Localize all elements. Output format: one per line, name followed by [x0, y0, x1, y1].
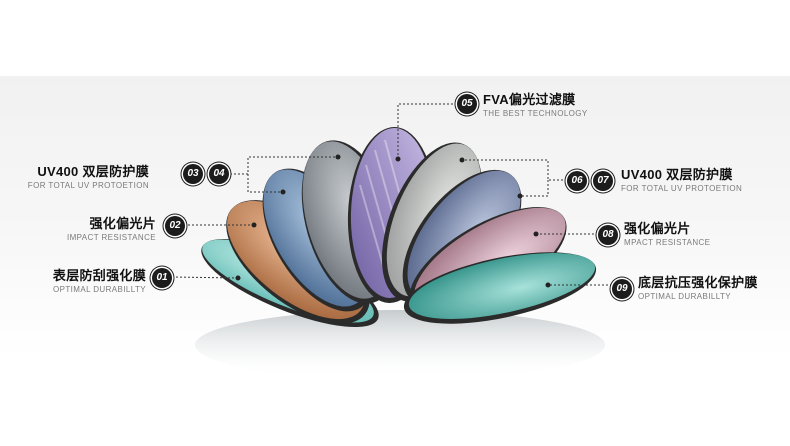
number-badge-04: 04: [209, 164, 229, 184]
number-badge-09: 09: [612, 279, 632, 299]
callout-title: 强化偏光片: [624, 221, 691, 236]
number-badge-01: 01: [152, 268, 172, 288]
callout-06-07: UV400 双层防护膜 FOR TOTAL UV PROTOETION: [621, 167, 742, 194]
number-badge-05: 05: [457, 94, 477, 114]
callout-title: 底层抗压强化保护膜: [638, 275, 758, 290]
callout-subtitle: MPACT RESISTANCE: [624, 238, 711, 247]
lens-reflection: [195, 310, 605, 380]
callout-title: 强化偏光片: [89, 216, 156, 231]
number-badge-07: 07: [593, 171, 613, 191]
callout-subtitle: THE BEST TECHNOLOGY: [483, 109, 588, 118]
callout-subtitle: OPTIMAL DURABILLTY: [53, 285, 146, 294]
callout-title: 表层防刮强化膜: [52, 268, 146, 283]
callout-05: FVA偏光过滤膜 THE BEST TECHNOLOGY: [483, 92, 588, 119]
callout-subtitle: FOR TOTAL UV PROTOETION: [27, 181, 149, 190]
number-badge-02: 02: [165, 216, 185, 236]
callout-title: FVA偏光过滤膜: [483, 92, 576, 107]
callout-subtitle: FOR TOTAL UV PROTOETION: [621, 184, 743, 193]
leader-dots: [235, 154, 551, 288]
callout-subtitle: OPTIMAL DURABILLTY: [638, 292, 731, 301]
leader-lines: [171, 103, 612, 286]
callout-08: 强化偏光片 MPACT RESISTANCE: [624, 221, 710, 248]
callout-02: 强化偏光片 IMPACT RESISTANCE: [67, 216, 156, 243]
lens-09: [403, 252, 597, 324]
callout-title: UV400 双层防护膜: [621, 167, 733, 182]
callout-subtitle: IMPACT RESISTANCE: [66, 233, 156, 242]
callout-01: 表层防刮强化膜 OPTIMAL DURABILLTY: [53, 268, 146, 295]
number-badge-08: 08: [598, 225, 618, 245]
callout-03-04: UV400 双层防护膜 FOR TOTAL UV PROTOETION: [28, 164, 149, 191]
callout-title: UV400 双层防护膜: [37, 164, 149, 179]
number-badge-03: 03: [183, 164, 203, 184]
number-badge-06: 06: [567, 171, 587, 191]
callout-09: 底层抗压强化保护膜 OPTIMAL DURABILLTY: [638, 275, 758, 302]
